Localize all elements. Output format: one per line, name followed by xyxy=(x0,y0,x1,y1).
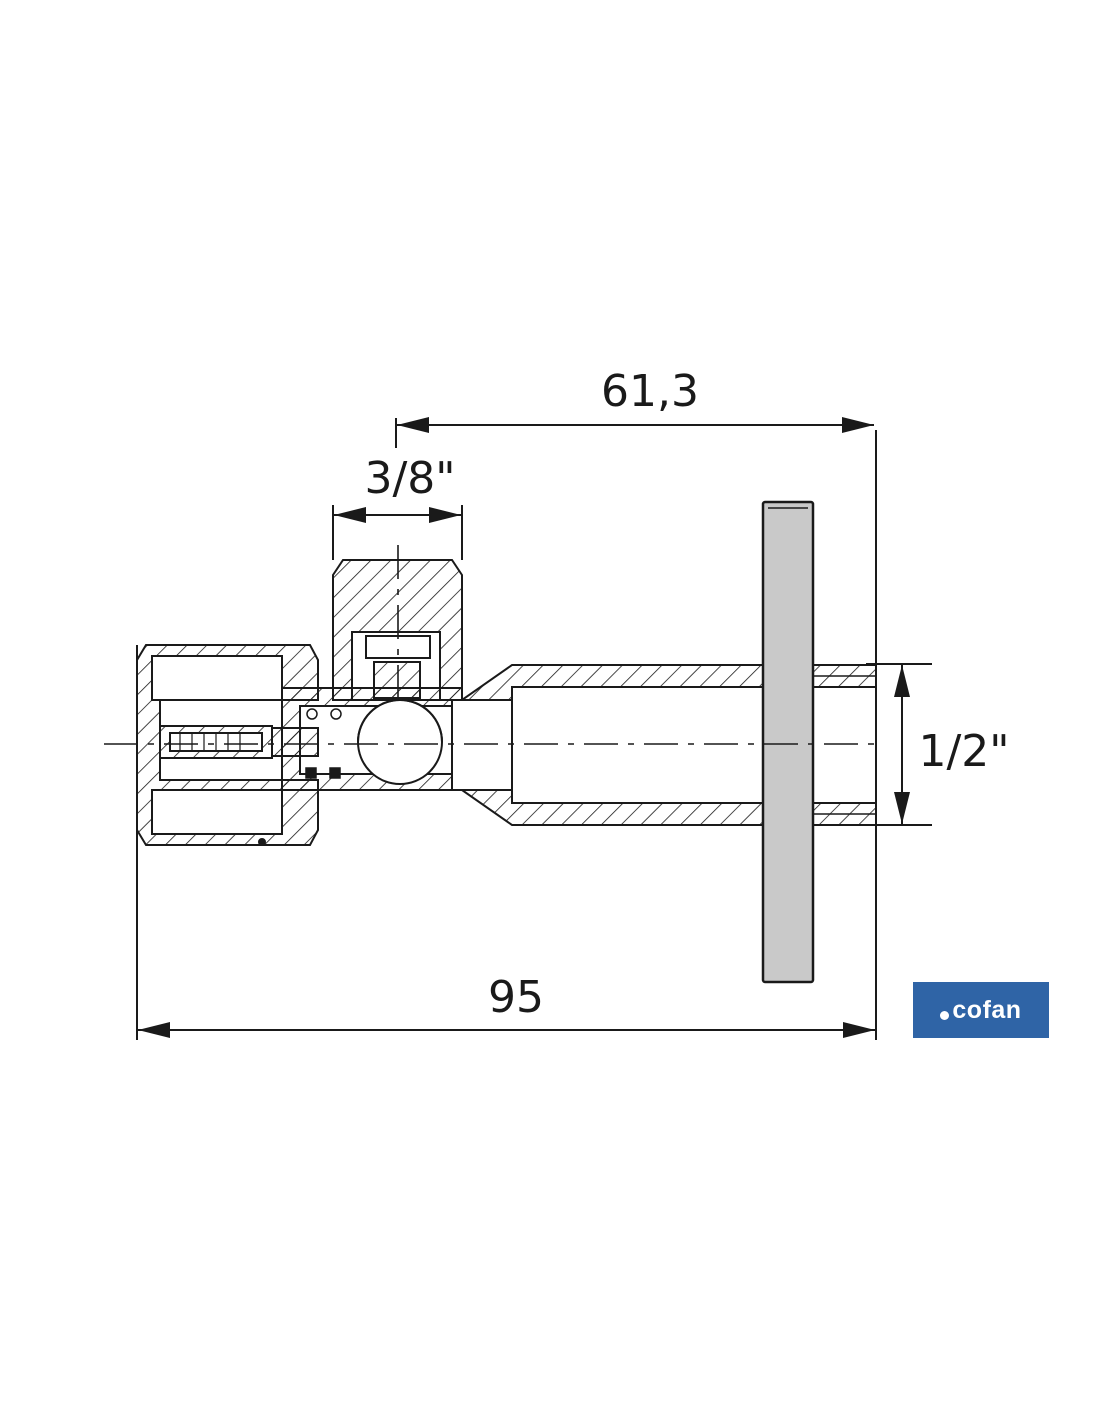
dim-label-1-2: 1/2" xyxy=(918,726,1009,777)
o-ring-seals xyxy=(305,708,342,779)
dim-label-3-8: 3/8" xyxy=(364,453,455,504)
cofan-logo: cofan xyxy=(913,982,1049,1038)
logo-text: cofan xyxy=(952,995,1022,1024)
valve-knob xyxy=(136,644,319,846)
valve-spindle xyxy=(159,725,319,759)
logo-dot-icon xyxy=(940,1010,950,1020)
dim-label-95: 95 xyxy=(488,972,544,1023)
handle-plate xyxy=(761,500,815,984)
dim-label-61-3: 61,3 xyxy=(601,366,699,417)
